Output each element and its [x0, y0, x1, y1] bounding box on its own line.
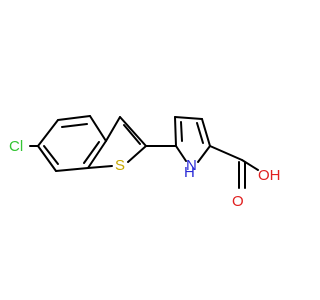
bond-c3t-c2t-inner: [123, 124, 141, 145]
nitrogen-label-n: N: [186, 157, 197, 174]
bond-c4p-c5p-inner: [180, 121, 183, 142]
nitrogen-label: H: [184, 164, 195, 181]
chlorine-label: Cl: [9, 138, 23, 155]
bond-c7-c1-inner: [43, 145, 59, 165]
bond-c5p-n: [175, 145, 187, 162]
bond-c3t-c2t: [119, 116, 147, 147]
bond-c3a-c7a: [87, 140, 107, 169]
molecule-structure: Cl S H N OH O: [9, 115, 281, 210]
bond-c3a-c7a-inner: [83, 141, 100, 164]
bond-c7-c1: [37, 145, 57, 172]
bonds: [29, 115, 259, 189]
bond-c2-c3-inner: [61, 123, 88, 128]
sulfur-label: S: [115, 157, 125, 174]
bond-c4p-c5p: [174, 116, 177, 147]
bond-c2p-c3p-inner: [196, 122, 204, 144]
bond-c2p-ccooh: [209, 145, 243, 161]
bond-c3-c3a: [89, 115, 107, 142]
bond-c2t-s: [127, 145, 147, 163]
atom-labels: Cl S H N OH O: [9, 138, 281, 210]
bond-c3p-c4p: [174, 116, 203, 120]
bond-c7a-c7: [55, 167, 89, 172]
hydroxyl-label: OH: [258, 167, 281, 184]
bond-s-c7a: [87, 165, 113, 169]
bond-c2p-c3p: [201, 118, 211, 147]
bond-n-c2p: [197, 145, 211, 163]
bond-c2-c3: [57, 115, 91, 121]
bond-c3a-c3t: [105, 116, 121, 142]
bond-c1-c2: [37, 119, 59, 147]
carbonyl-oxygen-label: O: [232, 193, 244, 210]
